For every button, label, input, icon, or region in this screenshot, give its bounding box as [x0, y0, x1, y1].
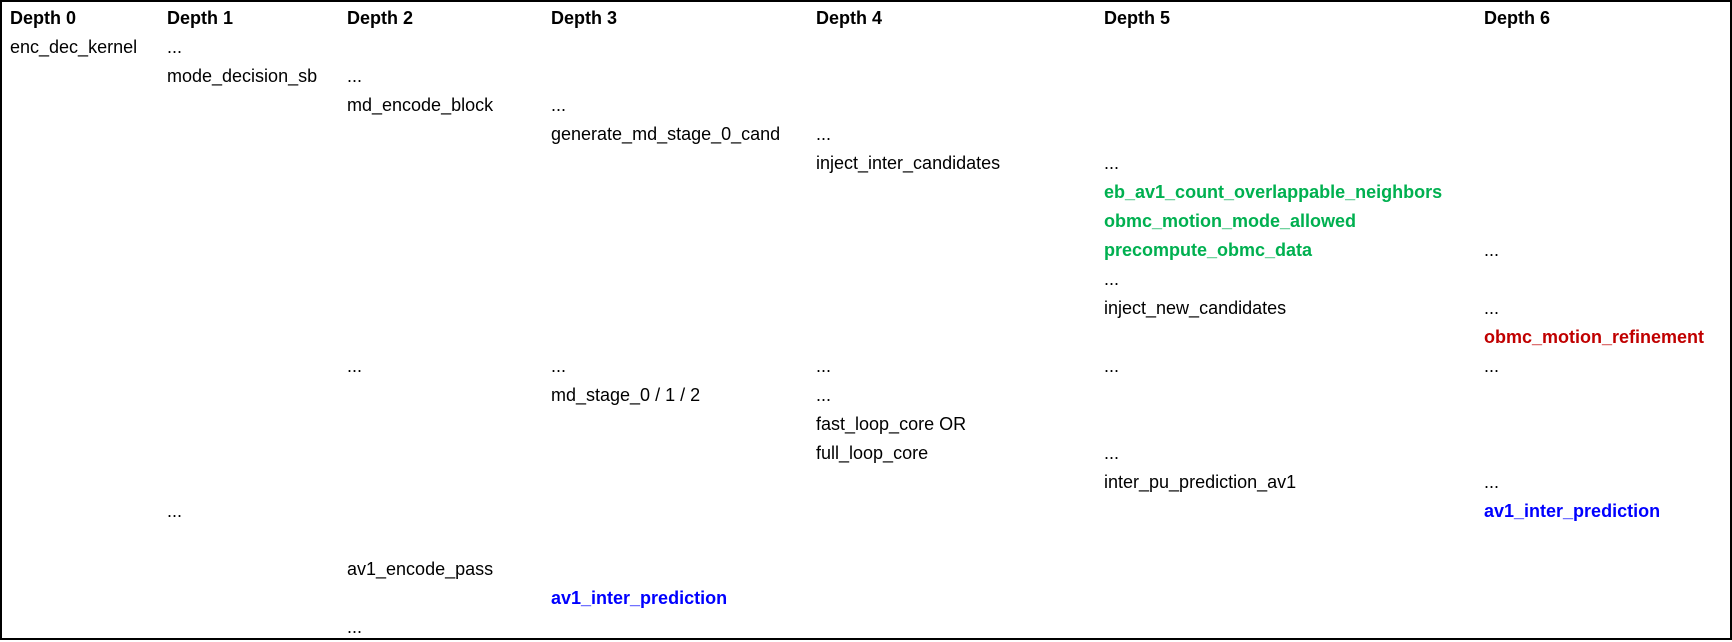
- depth-header: Depth 6: [1484, 8, 1551, 28]
- function-name-cell: obmc_motion_refinement: [1484, 327, 1705, 347]
- ellipsis-cell: ...: [347, 66, 363, 86]
- function-name-cell: fast_loop_core OR: [816, 414, 967, 434]
- ellipsis-cell: ...: [1484, 356, 1500, 376]
- depth-header: Depth 4: [816, 8, 883, 28]
- ellipsis-cell: ...: [167, 501, 183, 521]
- depth-header: Depth 3: [551, 8, 618, 28]
- function-name-cell: av1_encode_pass: [347, 559, 494, 579]
- ellipsis-cell: ...: [551, 95, 567, 115]
- function-name-cell: mode_decision_sb: [167, 66, 318, 86]
- depth-header: Depth 1: [167, 8, 234, 28]
- function-name-cell: inter_pu_prediction_av1: [1104, 472, 1297, 492]
- ellipsis-cell: ...: [1484, 472, 1500, 492]
- ellipsis-cell: ...: [1484, 298, 1500, 318]
- depth-header: Depth 5: [1104, 8, 1171, 28]
- ellipsis-cell: ...: [347, 617, 363, 637]
- function-name-cell: precompute_obmc_data: [1104, 240, 1313, 260]
- ellipsis-cell: ...: [816, 385, 832, 405]
- depth-header: Depth 2: [347, 8, 414, 28]
- function-name-cell: md_stage_0 / 1 / 2: [551, 385, 701, 405]
- ellipsis-cell: ...: [1484, 240, 1500, 260]
- ellipsis-cell: ...: [551, 356, 567, 376]
- function-name-cell: md_encode_block: [347, 95, 494, 115]
- function-name-cell: inject_inter_candidates: [816, 153, 1001, 173]
- function-name-cell: av1_inter_prediction: [1484, 501, 1661, 521]
- function-name-cell: av1_inter_prediction: [551, 588, 728, 608]
- function-name-cell: full_loop_core: [816, 443, 929, 463]
- ellipsis-cell: ...: [816, 356, 832, 376]
- ellipsis-cell: ...: [816, 124, 832, 144]
- function-name-cell: inject_new_candidates: [1104, 298, 1287, 318]
- depth-header: Depth 0: [10, 8, 77, 28]
- ellipsis-cell: ...: [1104, 356, 1120, 376]
- function-name-cell: obmc_motion_mode_allowed: [1104, 211, 1357, 231]
- ellipsis-cell: ...: [1104, 443, 1120, 463]
- function-name-cell: enc_dec_kernel: [10, 37, 138, 57]
- function-name-cell: generate_md_stage_0_cand: [551, 124, 781, 144]
- ellipsis-cell: ...: [1104, 153, 1120, 173]
- ellipsis-cell: ...: [347, 356, 363, 376]
- ellipsis-cell: ...: [167, 37, 183, 57]
- function-name-cell: eb_av1_count_overlappable_neighbors: [1104, 182, 1443, 202]
- ellipsis-cell: ...: [1104, 269, 1120, 289]
